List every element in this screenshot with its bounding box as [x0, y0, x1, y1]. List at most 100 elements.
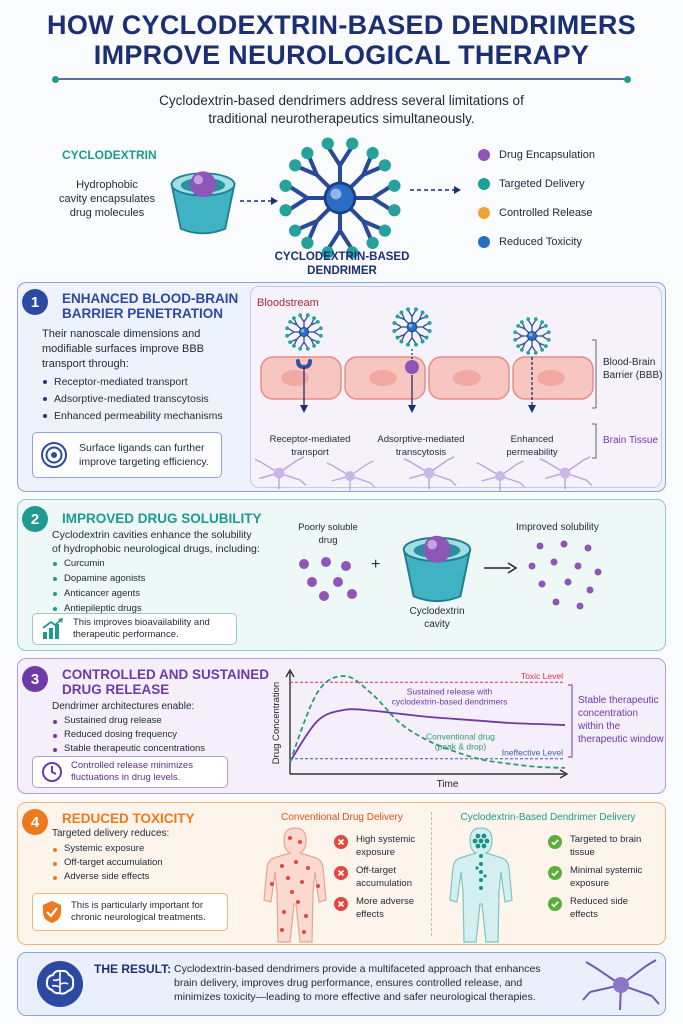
solubility-bullet-list: Curcumin Dopamine agonists Anticancer ag… — [52, 556, 145, 616]
legend-item: Drug Encapsulation — [478, 148, 595, 162]
result-label: THE RESULT: — [94, 962, 172, 976]
check-circle-icon — [548, 866, 562, 880]
arrow-right-icon — [240, 197, 278, 205]
bracket — [568, 684, 573, 758]
improved-solubility-label: Improved solubility — [516, 522, 599, 533]
release-callout: Controlled release minimizes fluctuation… — [32, 756, 228, 788]
list-item: Anticancer agents — [52, 586, 145, 601]
endothelial-cells — [260, 356, 594, 400]
section-number: 1 — [22, 289, 48, 315]
y-axis-label: Drug Concentration — [271, 682, 282, 764]
list-item: Reduced dosing frequency — [52, 728, 205, 742]
section-controlled-release — [17, 658, 666, 794]
series-label: Conventional drug(peak & drop) — [426, 731, 495, 751]
x-axis-label: Time — [437, 779, 459, 790]
toxicity-callout: This is particularly important for chron… — [32, 893, 228, 931]
cyclodextrin-cavity-icon — [398, 528, 476, 606]
comparison-divider — [431, 812, 432, 936]
body-brain-target-icon — [449, 827, 513, 943]
x-circle-icon — [334, 866, 348, 880]
bracket — [592, 339, 597, 459]
list-item: Stable therapeutic concentrations — [52, 742, 205, 756]
section-title: REDUCED TOXICITY — [62, 811, 195, 826]
list-item: Enhanced permeability mechanisms — [42, 408, 223, 425]
list-item: Sustained drug release — [52, 714, 205, 728]
title-divider — [55, 78, 628, 80]
poorly-soluble-drug-icon — [299, 557, 357, 601]
conventional-drug-line — [289, 675, 566, 769]
reduced-toxicity-dot-icon — [478, 236, 490, 248]
poorly-soluble-label: Poorly soluble drug — [298, 522, 358, 546]
sustained-release-line — [289, 708, 566, 763]
check-circle-icon — [548, 897, 562, 911]
bloodstream-label: Bloodstream — [257, 297, 319, 309]
neuron-icon — [582, 959, 660, 1011]
bbb-diagram — [255, 306, 594, 492]
list-item: Adsorptive-mediated transcytosis — [42, 391, 223, 408]
arrow-right-icon — [410, 186, 461, 194]
dendrimer-delivery-title: Cyclodextrin-Based Dendrimer Delivery — [460, 812, 636, 823]
cyclodextrin-label: CYCLODEXTRIN — [62, 148, 157, 162]
therapeutic-window-note: Stable therapeutic concentration within … — [578, 695, 664, 745]
targeted-delivery-dot-icon — [478, 178, 490, 190]
plus-sign: + — [371, 556, 381, 573]
cyclodextrin-cup-icon — [166, 164, 240, 238]
list-item: Systemic exposure — [52, 842, 163, 856]
brain-tissue-label: Brain Tissue — [603, 435, 659, 446]
y-axis-arrow — [285, 668, 295, 678]
dendrimer-label: CYCLODEXTRIN-BASED DENDRIMER — [274, 251, 410, 277]
conventional-title: Conventional Drug Delivery — [281, 812, 403, 823]
clock-icon — [42, 762, 62, 782]
section-title: IMPROVED DRUG SOLUBILITY — [62, 511, 262, 526]
section-desc: Dendrimer architectures enable: — [52, 701, 195, 712]
list-item: Adverse side effects — [52, 870, 163, 884]
cyclodextrin-desc: Hydrophobic cavity encapsulates drug mol… — [59, 179, 155, 219]
section-number: 3 — [22, 666, 48, 692]
section-title: ENHANCED BLOOD-BRAIN BARRIER PENETRATION — [62, 291, 239, 321]
bbb-bullet-list: Receptor-mediated transport Adsorptive-m… — [42, 374, 223, 425]
body-red-spots-icon — [263, 827, 327, 943]
legend-item: Targeted Delivery — [478, 177, 595, 191]
brain-icon — [37, 961, 83, 1007]
cavity-label: Cyclodextrin cavity — [409, 606, 465, 630]
list-item: Dopamine agonists — [52, 571, 145, 586]
x-circle-icon — [334, 897, 348, 911]
result-text: Cyclodextrin-based dendrimers provide a … — [174, 963, 541, 1003]
reference-line-label: Ineffective Level — [502, 748, 563, 758]
controlled-release-dot-icon — [478, 207, 490, 219]
shield-check-icon — [43, 901, 61, 923]
check-circle-icon — [548, 835, 562, 849]
result-panel — [17, 952, 666, 1016]
dendrimer-icon — [272, 130, 408, 266]
bbb-label: Blood-Brain Barrier (BBB) — [603, 357, 663, 381]
section-number: 4 — [22, 809, 48, 835]
section-desc: Cyclodextrin cavities enhance the solubi… — [52, 529, 260, 555]
arrow-right-icon — [484, 562, 518, 574]
legend-item: Controlled Release — [478, 206, 595, 220]
legend-item: Reduced Toxicity — [478, 235, 595, 249]
divider-dot — [624, 75, 631, 83]
list-item: Antiepileptic drugs — [52, 601, 145, 616]
section-title: CONTROLLED AND SUSTAINED DRUG RELEASE — [62, 667, 269, 697]
page-title: HOW CYCLODEXTRIN-BASED DENDRIMERS IMPROV… — [47, 10, 636, 70]
bbb-callout: Surface ligands can further improve targ… — [32, 432, 222, 478]
list-item: Curcumin — [52, 556, 145, 571]
list-item: Receptor-mediated transport — [42, 374, 223, 391]
target-icon — [41, 442, 67, 468]
drug-encapsulation-dot-icon — [478, 149, 490, 161]
x-circle-icon — [334, 835, 348, 849]
toxicity-bullet-list: Systemic exposure Off-target accumulatio… — [52, 842, 163, 884]
